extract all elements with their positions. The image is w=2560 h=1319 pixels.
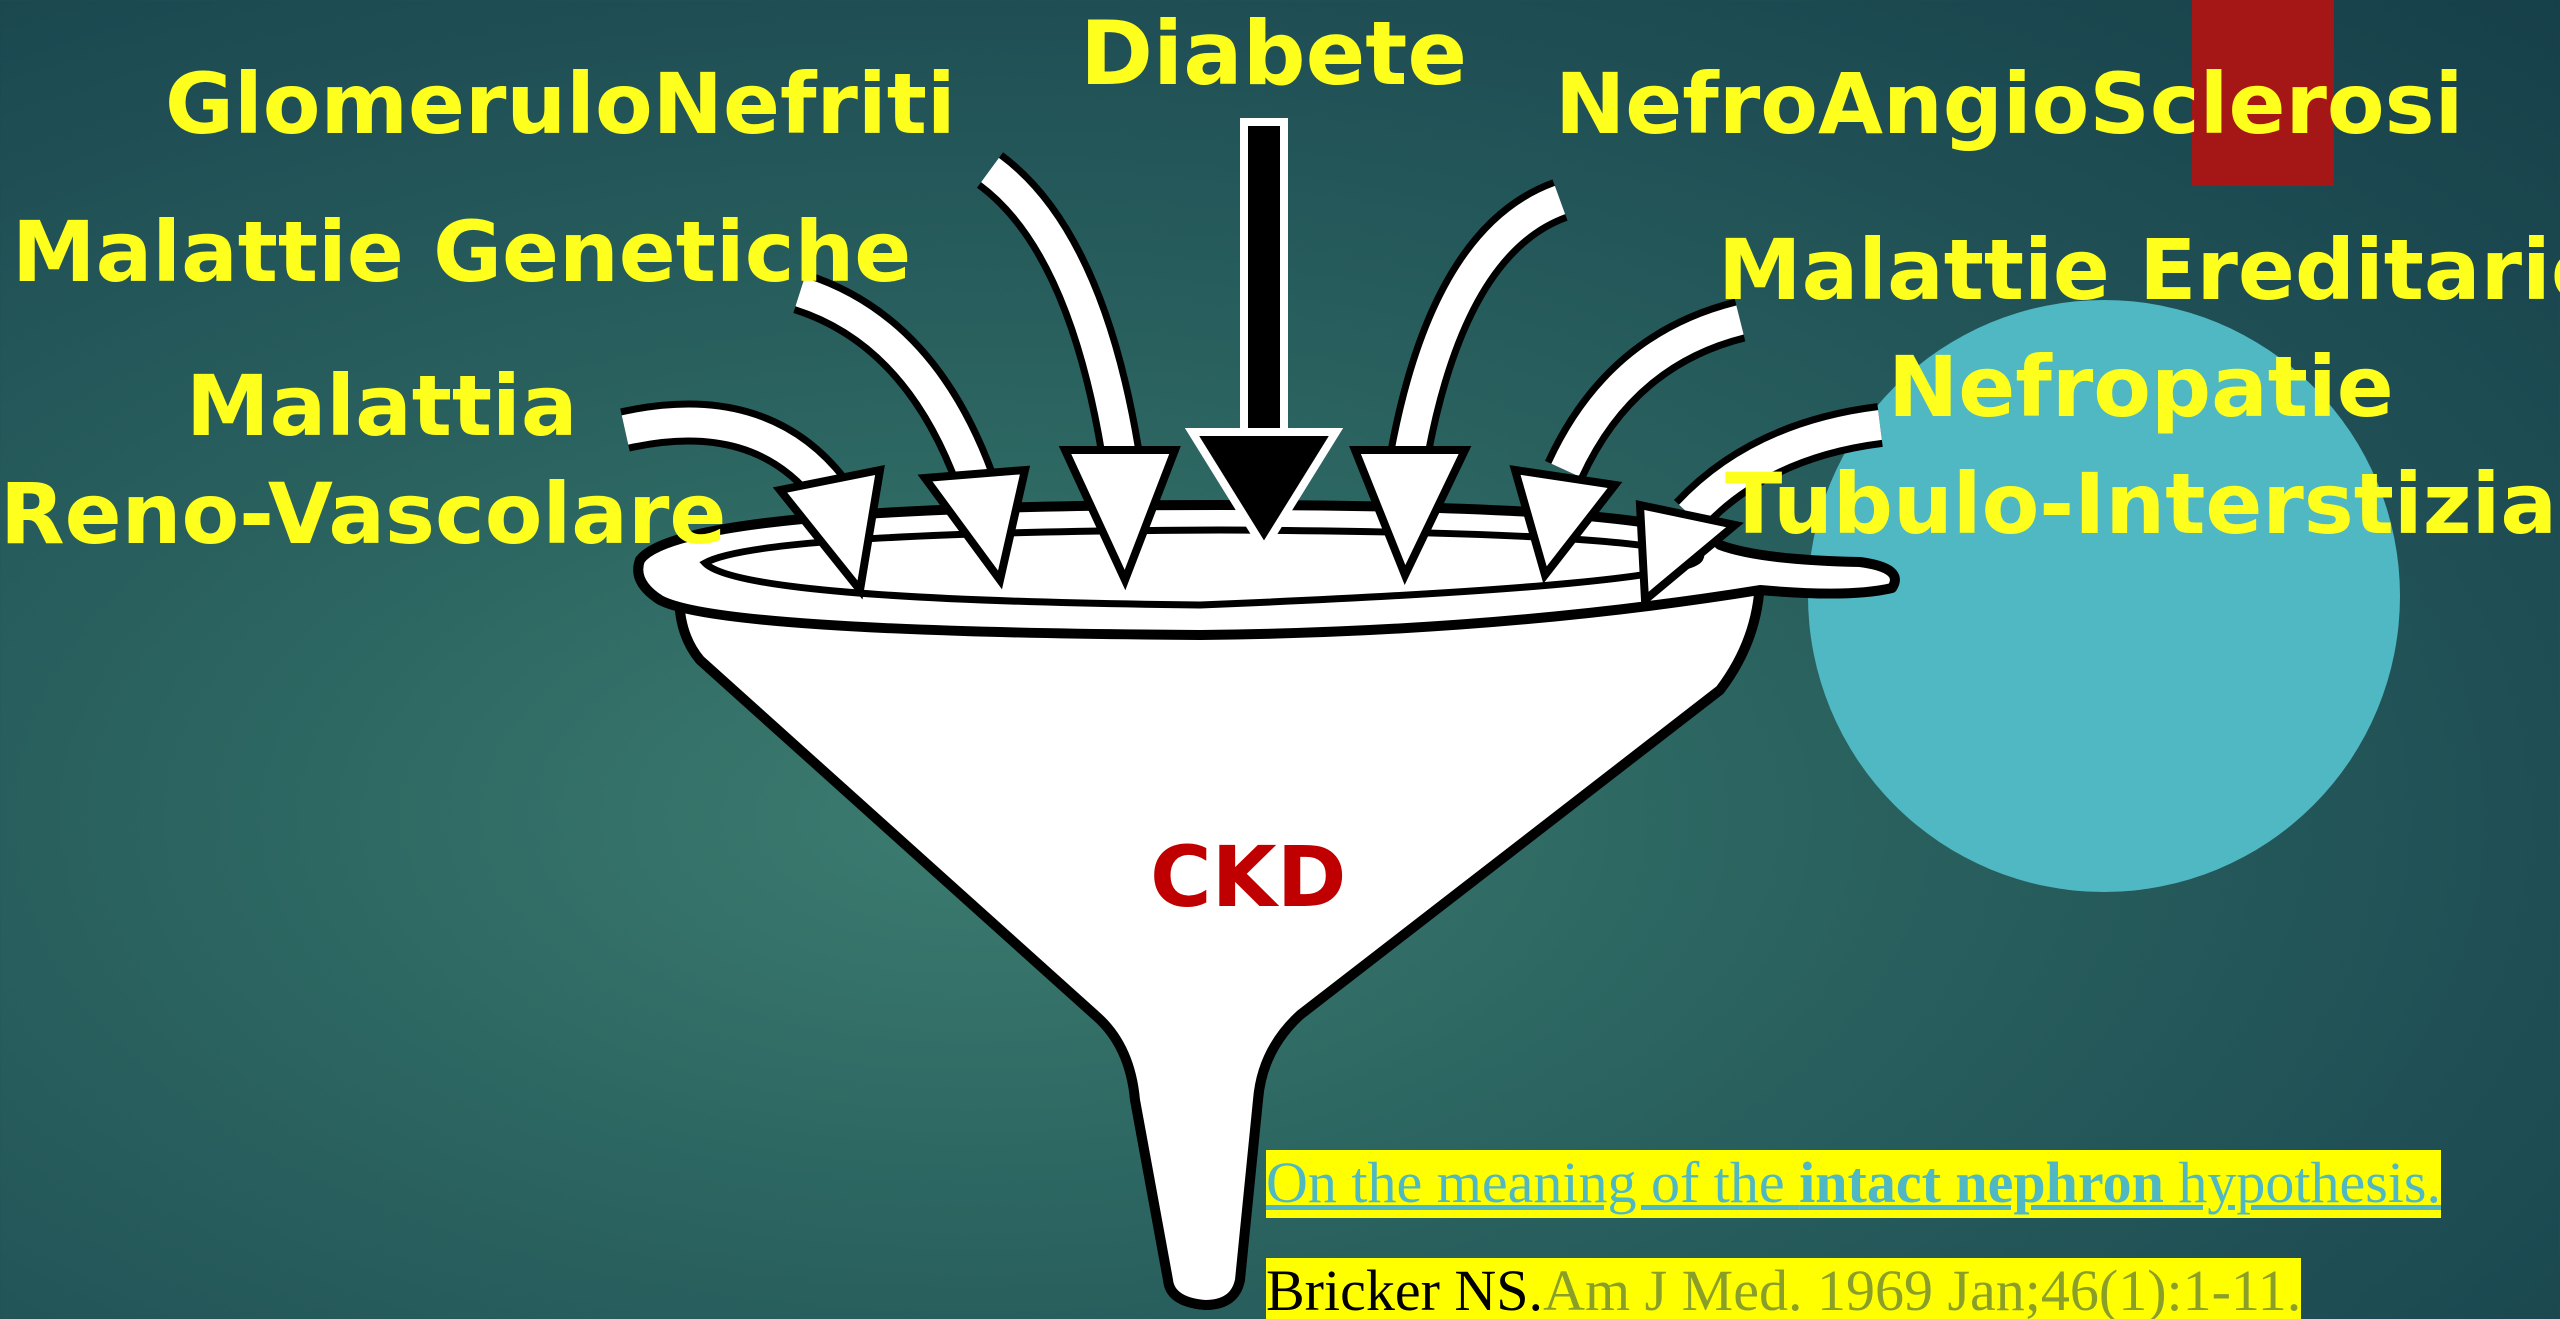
label-nefroangiosclerosi: NefroAngioSclerosi xyxy=(1555,62,2463,146)
label-nefropatie-line1: Nefropatie xyxy=(1888,345,2394,429)
reference-title-pre: On the meaning of the xyxy=(1266,1150,1799,1215)
reference-citation: Bricker NS.Am J Med. 1969 Jan;46(1):1-11… xyxy=(1266,1258,2301,1319)
label-malattia-line2: Reno-Vascolare xyxy=(0,472,726,556)
label-malattia-line1: Malattia xyxy=(186,364,578,448)
ckd-label: CKD xyxy=(1150,835,1346,919)
reference-title-bold: intact nephron xyxy=(1799,1150,2164,1215)
label-nefropatie-line2: Tubulo-Interstiziali xyxy=(1725,462,2560,546)
label-malattie-ereditarie: Malattie Ereditarie xyxy=(1718,228,2560,312)
label-glomerulonefriti: GlomeruloNefriti xyxy=(165,62,956,146)
reference-title-link[interactable]: On the meaning of the intact nephron hyp… xyxy=(1266,1150,2441,1218)
reference-journal: Am J Med. 1969 Jan;46(1):1-11. xyxy=(1543,1258,2301,1319)
label-malattie-genetiche: Malattie Genetiche xyxy=(12,210,911,294)
reference-author: Bricker NS. xyxy=(1266,1258,1543,1319)
label-diabete: Diabete xyxy=(1080,10,1467,98)
arrow-diabete xyxy=(1192,122,1336,548)
reference-title-post: hypothesis. xyxy=(2164,1150,2441,1215)
